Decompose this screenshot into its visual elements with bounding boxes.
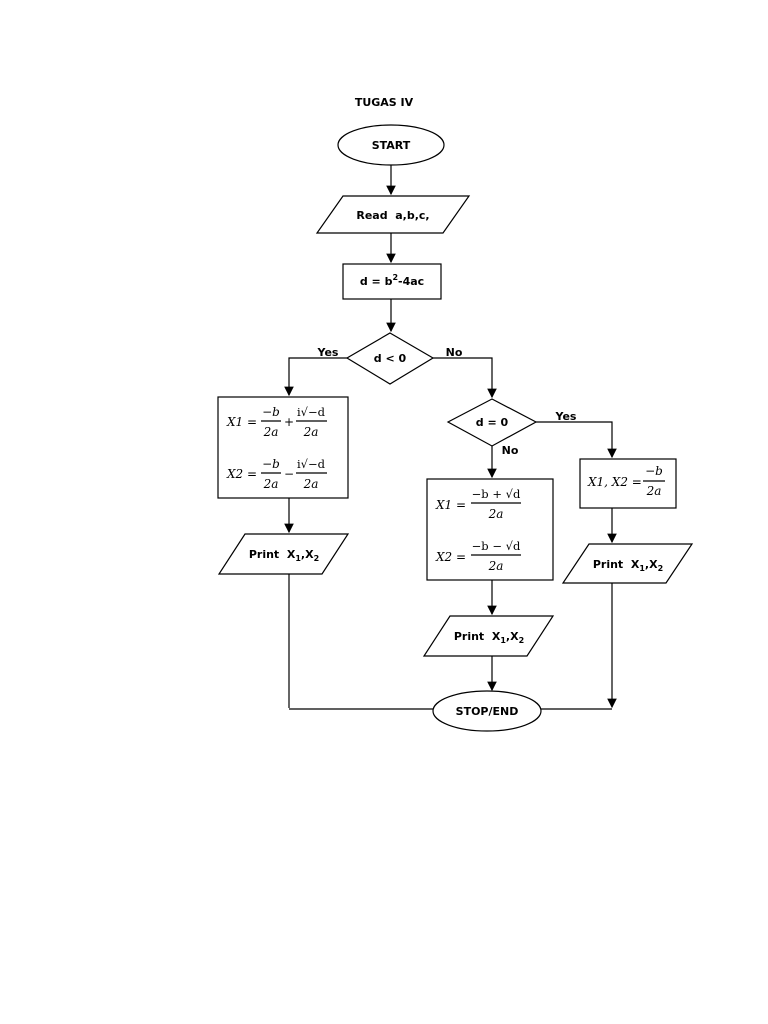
decision-d-negative <box>345 332 435 385</box>
edge-decision2-yes <box>536 421 617 459</box>
real-x2-num: −b − √d <box>472 539 521 553</box>
complex-x2-minus: − <box>284 467 294 481</box>
read-input-node <box>315 195 471 234</box>
complex-x1-plus: + <box>284 415 294 429</box>
real-x2-den: 2a <box>488 559 504 573</box>
decision-d-zero-label: d = 0 <box>476 416 509 429</box>
complex-x2-num-isqrt: i√−d <box>297 457 326 471</box>
real-x1-den: 2a <box>488 507 504 521</box>
print-node-right <box>561 543 694 584</box>
complex-x1-den-1: 2a <box>263 425 279 439</box>
stop-label: STOP/END <box>456 705 519 718</box>
stop-terminal <box>432 690 542 732</box>
edge-label-yes-1: Yes <box>317 346 339 359</box>
complex-x1-lhs: X1 = <box>226 415 257 429</box>
equal-num: −b <box>645 464 663 478</box>
calc-discriminant-label: d = b2-4ac <box>360 273 424 288</box>
edge-label-no-2: No <box>502 444 519 457</box>
complex-x2-num-b: −b <box>262 457 280 471</box>
complex-x2-den-2: 2a <box>303 477 319 491</box>
edge-decision1-yes <box>284 357 347 397</box>
diagram-title: TUGAS IV <box>355 96 414 109</box>
real-x1-lhs: X1 = <box>435 498 466 512</box>
print-label-right: Print X1,X2 <box>593 558 663 573</box>
complex-roots-node <box>217 396 349 499</box>
real-x1-num: −b + √d <box>472 487 521 501</box>
complex-x1-den-2: 2a <box>303 425 319 439</box>
complex-x2-lhs: X2 = <box>226 467 257 481</box>
print-node-middle <box>422 615 555 657</box>
edge-label-yes-2: Yes <box>555 410 577 423</box>
real-roots-node <box>426 478 554 581</box>
read-label: Read a,b,c, <box>356 209 429 222</box>
edge-decision1-no <box>433 357 497 399</box>
equal-den: 2a <box>646 484 662 498</box>
complex-x1-num-isqrt: i√−d <box>297 405 326 419</box>
real-x2-lhs: X2 = <box>435 550 466 564</box>
edge-label-no-1: No <box>446 346 463 359</box>
print-label-left: Print X1,X2 <box>249 548 319 563</box>
print-label-middle: Print X1,X2 <box>454 630 524 645</box>
complex-x2-den-1: 2a <box>263 477 279 491</box>
print-node-left <box>217 533 350 575</box>
equal-roots-node <box>579 458 677 509</box>
start-label: START <box>372 139 411 152</box>
equal-lhs: X1, X2 = <box>587 475 642 489</box>
calc-discriminant-node <box>342 263 442 300</box>
decision-d-negative-label: d < 0 <box>374 352 407 365</box>
complex-x1-num-b: −b <box>262 405 280 419</box>
